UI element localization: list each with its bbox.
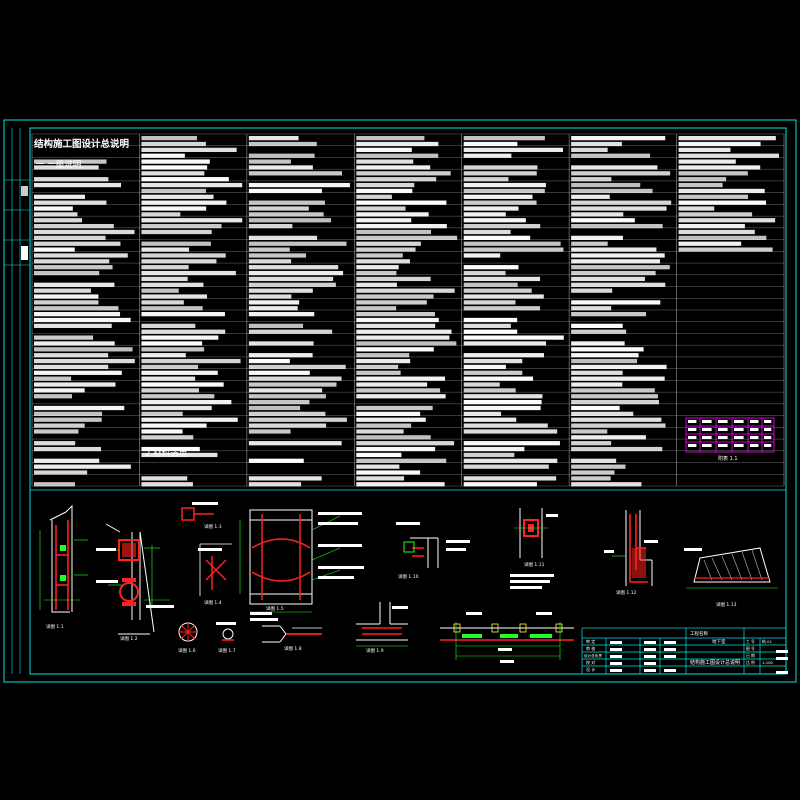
detail-1-4-label: 详图 1.4 xyxy=(204,599,222,606)
title-block-marks xyxy=(610,641,788,674)
detail-1-5: 详图 1.5 xyxy=(239,509,364,613)
detail-1-2: 详图 1.2 xyxy=(96,523,174,642)
title-value-2: 1:100 xyxy=(762,660,774,665)
detail-1-6: 详图 1.6 xyxy=(178,622,198,654)
title-role-5: 设 计 xyxy=(586,666,595,672)
detail-1-13: 详图 1.13 xyxy=(684,547,778,608)
title-sheet-title: 结构施工图设计总说明 xyxy=(690,659,740,666)
title-role-1: 审 定 xyxy=(586,638,595,644)
detail-1-8: 详图 1.8 xyxy=(250,612,322,652)
title-field-1: 工 号 xyxy=(746,639,755,644)
section-2-heading: 2 材料选用 xyxy=(145,448,187,459)
detail-1-1: 详图 1.1 xyxy=(39,504,88,630)
detail-1-5-label: 详图 1.5 xyxy=(266,605,284,612)
detail-1-12-label: 详图 1.12 xyxy=(616,589,637,596)
title-role-2: 审 核 xyxy=(586,645,595,651)
outer-frame xyxy=(3,119,797,683)
detail-1-7-label: 详图 1.7 xyxy=(218,647,236,654)
detail-1-11: 详图 1.11 xyxy=(510,508,558,589)
detail-1-10: 详图 1.10 xyxy=(396,522,470,580)
detail-1-4: 详图 1.4 xyxy=(198,543,232,606)
inner-frame xyxy=(29,127,787,675)
title-field-4: 比 例 xyxy=(746,660,755,665)
detail-1-2-label: 详图 1.2 xyxy=(120,635,138,642)
title-field-3: 日 期 xyxy=(746,653,755,658)
notes-text-grid xyxy=(30,133,786,491)
detail-1-11-label: 详图 1.11 xyxy=(524,561,545,568)
detail-1-6-label: 详图 1.6 xyxy=(178,647,196,654)
title-drawing-name: 地下室 xyxy=(712,638,726,645)
title-value-1: 结-01 xyxy=(762,639,773,644)
main-heading: 结构施工图设计总说明 xyxy=(33,138,130,150)
title-role-3: 设计总负责 xyxy=(584,653,602,658)
detail-1-9-label: 详图 1.9 xyxy=(366,647,384,654)
detail-1-1-label: 详图 1.1 xyxy=(46,623,64,630)
title-project: 工程名称 xyxy=(690,630,708,637)
detail-1-8-label: 详图 1.8 xyxy=(284,645,302,652)
detail-1-3: 详图 1.3 xyxy=(181,502,222,530)
detail-1-10-label: 详图 1.10 xyxy=(398,573,419,580)
detail-1-13-label: 详图 1.13 xyxy=(716,601,737,608)
magenta-table-cells xyxy=(688,420,772,447)
magenta-table xyxy=(685,417,775,453)
detail-1-7: 详图 1.7 xyxy=(216,622,236,654)
long-beam-elevation xyxy=(440,612,574,663)
table-caption: 附表 1.1 xyxy=(718,455,738,462)
title-block xyxy=(581,627,787,675)
title-role-4: 校 对 xyxy=(586,659,595,665)
binding-strip xyxy=(4,128,30,674)
detail-1-12: 详图 1.12 xyxy=(604,510,658,596)
detail-1-9: 详图 1.9 xyxy=(356,602,408,654)
section-1-heading: 一 一般说明 xyxy=(36,159,81,170)
detail-1-3-label: 详图 1.3 xyxy=(204,523,222,530)
title-field-2: 图 号 xyxy=(746,646,755,651)
